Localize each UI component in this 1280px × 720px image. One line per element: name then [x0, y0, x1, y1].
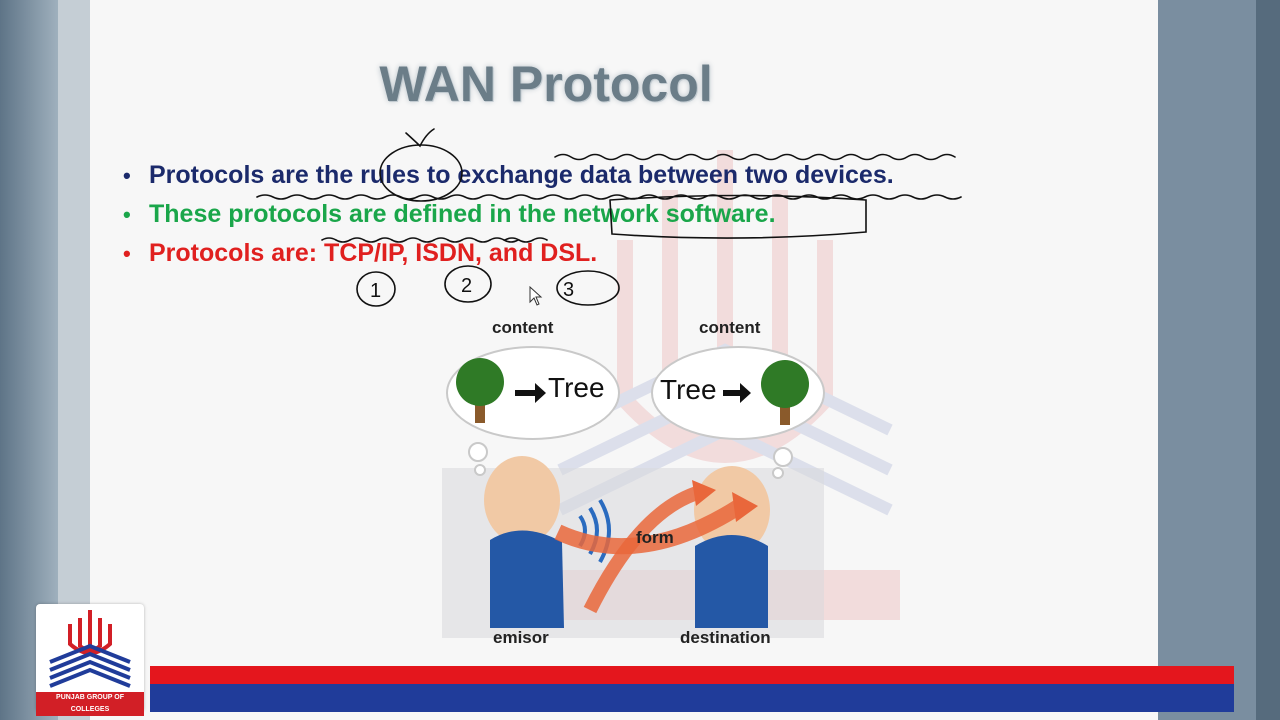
bullet-item: • These protocols are defined in the net…: [120, 195, 894, 234]
tree-icon: [456, 358, 504, 423]
right-margin-stripe: [1158, 0, 1256, 720]
bullet-item: • Protocols are the rules to exchange da…: [120, 156, 894, 195]
college-logo: PUNJAB GROUP OF COLLEGES: [36, 604, 144, 716]
tree-label: Tree: [660, 374, 717, 405]
right-edge: [1256, 0, 1280, 720]
bullet-text: These protocols are defined in the netwo…: [149, 200, 776, 228]
emisor-label: emisor: [493, 628, 549, 647]
slide-title: WAN Protocol: [379, 56, 713, 112]
tree-icon: [761, 360, 809, 425]
figure-artwork: [442, 346, 825, 638]
logo-caption: PUNJAB GROUP OF COLLEGES: [36, 692, 144, 716]
arrow-icon: [515, 383, 546, 403]
form-label: form: [636, 528, 674, 547]
left-gutter: [0, 0, 58, 720]
communication-figure: content content Tree Tree form emisor de…: [440, 310, 840, 650]
footer-red-bar: [150, 666, 1234, 684]
content-label: content: [492, 318, 554, 337]
bullet-dot: •: [123, 163, 131, 188]
bullet-item: • Protocols are: TCP/IP, ISDN, and DSL.: [120, 234, 894, 273]
mouse-cursor-icon: [529, 286, 543, 306]
bullet-text: Protocols are the rules to exchange data…: [149, 161, 894, 189]
tree-label: Tree: [548, 372, 605, 403]
bullet-dot: •: [123, 241, 131, 266]
footer-blue-bar: [150, 684, 1234, 712]
arrow-icon: [723, 383, 751, 403]
bullet-text: Protocols are: TCP/IP, ISDN, and DSL.: [149, 239, 598, 267]
college-emblem-icon: [49, 610, 131, 688]
destination-label: destination: [680, 628, 771, 647]
content-label: content: [699, 318, 761, 337]
person-left: [484, 456, 564, 628]
bullet-list: • Protocols are the rules to exchange da…: [120, 156, 894, 273]
left-margin-stripe: [58, 0, 90, 720]
bullet-dot: •: [123, 202, 131, 227]
